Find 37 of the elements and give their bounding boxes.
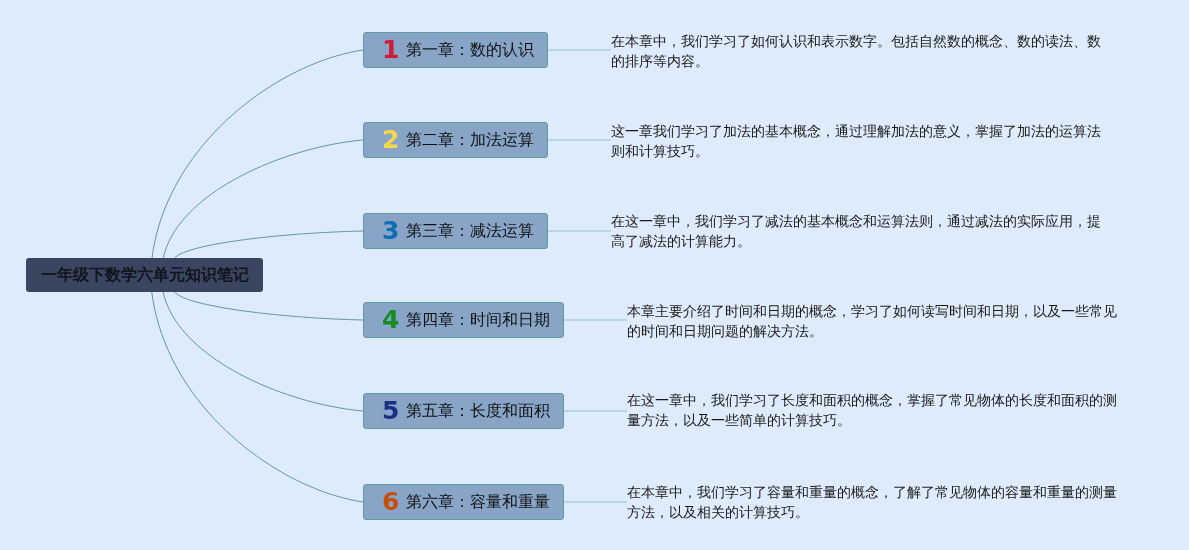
chapter-number: 1 bbox=[382, 37, 400, 63]
chapter-number: 6 bbox=[382, 489, 400, 515]
chapter-number: 5 bbox=[382, 398, 400, 424]
connector-line bbox=[174, 291, 364, 321]
chapter-title: 第五章：长度和面积 bbox=[406, 401, 551, 421]
topic-box bbox=[363, 484, 564, 520]
connector-line bbox=[162, 291, 364, 412]
connector-line bbox=[547, 49, 612, 51]
chapter-number: 3 bbox=[382, 218, 400, 244]
chapter-title: 第六章：容量和重量 bbox=[406, 492, 551, 512]
topic-box bbox=[363, 122, 548, 158]
chapter-title: 第四章：时间和日期 bbox=[406, 310, 551, 330]
chapter-title: 第二章：加法运算 bbox=[406, 130, 535, 150]
chapter-title: 第三章：减法运算 bbox=[406, 221, 535, 241]
topic-box bbox=[363, 393, 564, 429]
connector-line bbox=[162, 139, 364, 259]
note-text: 这一章我们学习了加法的基本概念，通过理解加法的意义，掌握了加法的运算法则和计算技巧。 bbox=[611, 121, 1111, 161]
note-text: 在这一章中，我们学习了减法的基本概念和运算法则，通过减法的实际应用，提高了减法的计算能力。 bbox=[611, 211, 1111, 251]
chapter-number: 2 bbox=[382, 127, 400, 153]
topic-box bbox=[363, 32, 548, 68]
connector-line bbox=[151, 49, 364, 259]
chapter-number: 4 bbox=[382, 307, 400, 333]
note-text: 在这一章中，我们学习了长度和面积的概念，掌握了常见物体的长度和面积的测量方法，以及一些简单的计算技巧。 bbox=[627, 390, 1127, 430]
connector-line bbox=[547, 139, 612, 141]
connector-line bbox=[151, 291, 364, 503]
note-text: 在本章中，我们学习了容量和重量的概念，了解了常见物体的容量和重量的测量方法，以及相关的计算技巧。 bbox=[627, 482, 1127, 522]
topic-box bbox=[363, 213, 548, 249]
connector-line bbox=[563, 410, 628, 412]
note-text: 本章主要介绍了时间和日期的概念，学习了如何读写时间和日期，以及一些常见的时间和日期问题的解决方法。 bbox=[627, 301, 1127, 341]
connector-line bbox=[547, 230, 612, 232]
topic-box bbox=[363, 302, 564, 338]
note-text: 在本章中，我们学习了如何认识和表示数字。包括自然数的概念、数的读法、数的排序等内容。 bbox=[611, 31, 1111, 71]
connector-line bbox=[563, 319, 628, 321]
root-topic: 一年级下数学六单元知识笔记 bbox=[26, 258, 263, 292]
connector-line bbox=[563, 501, 628, 503]
connector-line bbox=[174, 230, 364, 259]
chapter-title: 第一章：数的认识 bbox=[406, 40, 535, 60]
